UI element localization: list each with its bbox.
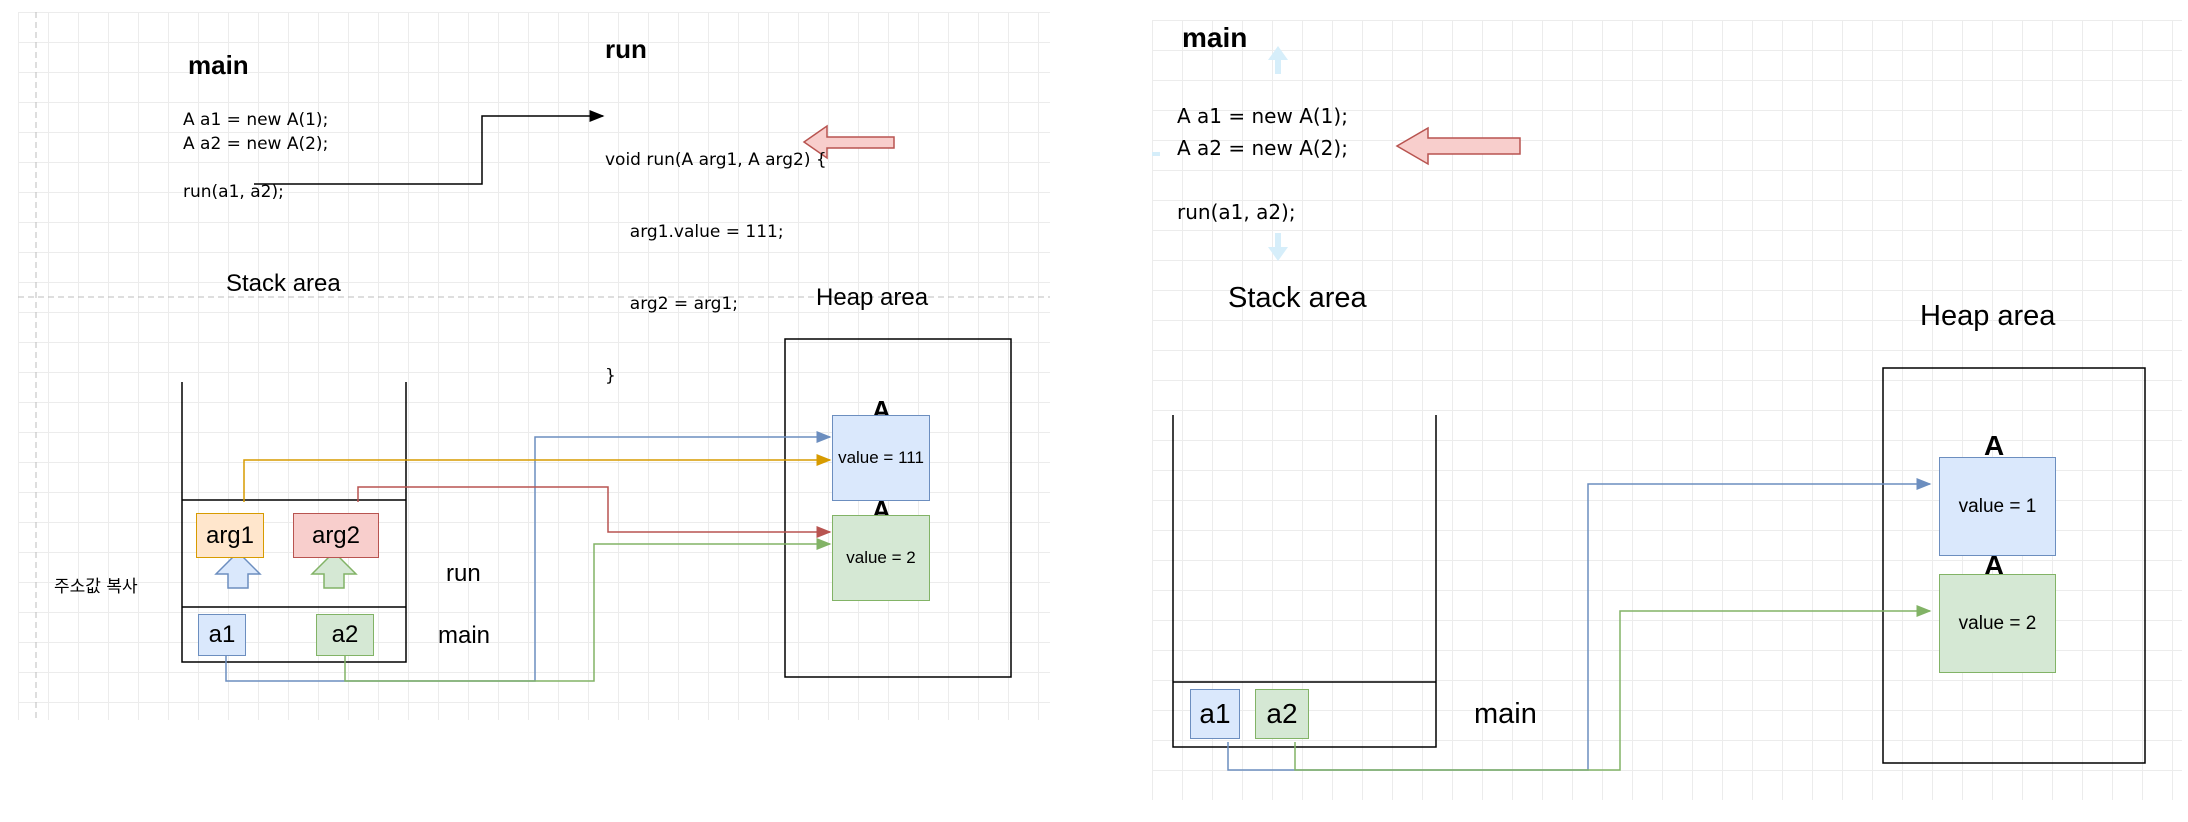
stack-area-label: Stack area — [1228, 282, 1367, 314]
obj2-class-label: A — [1984, 550, 2005, 581]
heap-object-2: value = 2 — [1939, 574, 2056, 673]
a2-reference — [344, 538, 832, 682]
right-diagram: main A a1 = new A(1); A a2 = new A(2); r… — [1152, 20, 2182, 800]
left-connectors — [18, 12, 1050, 720]
left-diagram: main run A a1 = new A(1); A a2 = new A(2… — [18, 12, 1050, 720]
heap-object-1: value = 111 — [832, 415, 930, 501]
run-frame-label: run — [446, 560, 481, 587]
code-line: arg1.value = 111; — [619, 222, 784, 242]
a2-var: a2 — [316, 614, 374, 656]
code-line: run(a1, a2); — [183, 182, 284, 202]
main-frame-label: main — [1474, 698, 1537, 730]
right-connectors — [1152, 46, 2146, 771]
current-line-pointer — [802, 124, 895, 160]
run-code: void run(A arg1, A arg2) { arg1.value = … — [605, 100, 827, 436]
heap-area-label: Heap area — [816, 284, 929, 311]
code-line: A a2 = new A(2); — [1177, 136, 1348, 160]
copy-arrow-a2 — [310, 550, 358, 589]
heap-frame — [784, 338, 1012, 678]
code-line: arg2 = arg1; — [619, 294, 739, 314]
handle-arrow-down — [1268, 233, 1288, 261]
main-heading: main — [188, 50, 249, 80]
copy-note: 주소값 복사 — [54, 577, 138, 597]
heap-area-label: Heap area — [1920, 300, 2056, 332]
code-line: run(a1, a2); — [1177, 200, 1296, 224]
stack-area-label: Stack area — [226, 270, 341, 297]
a1-var: a1 — [1190, 689, 1240, 739]
code-line: } — [605, 366, 616, 386]
copy-arrow-a1 — [214, 550, 262, 589]
arg1-reference — [243, 454, 832, 502]
code-line: A a1 = new A(1); — [183, 110, 329, 130]
code-line — [1177, 164, 1348, 196]
stack-frame — [181, 382, 407, 663]
arg2-reference — [357, 486, 832, 538]
code-line: void run(A arg1, A arg2) { — [605, 150, 827, 170]
a1-reference — [1227, 478, 1932, 771]
main-code: A a1 = new A(1); A a2 = new A(2); run(a1… — [1177, 100, 1348, 228]
arg1-var: arg1 — [196, 513, 264, 558]
current-line-pointer — [1395, 126, 1521, 166]
run-heading: run — [605, 34, 647, 64]
stack-frame — [1172, 415, 1437, 748]
a2-var: a2 — [1255, 689, 1309, 739]
call-arrow — [254, 110, 605, 185]
handle-left — [1152, 152, 1160, 156]
code-line — [183, 156, 328, 180]
main-frame-label: main — [438, 622, 491, 649]
heap-frame — [1882, 367, 2146, 764]
a2-reference — [1294, 605, 1932, 771]
handle-arrow-up — [1268, 46, 1288, 74]
code-line: A a2 = new A(2); — [183, 134, 329, 154]
obj1-class-label: A — [1984, 430, 2005, 461]
arg2-var: arg2 — [293, 513, 379, 558]
main-heading: main — [1182, 22, 1248, 53]
heap-object-2: value = 2 — [832, 515, 930, 601]
main-code: A a1 = new A(1); A a2 = new A(2); run(a1… — [183, 108, 328, 204]
code-line: A a1 = new A(1); — [1177, 104, 1348, 128]
heap-object-1: value = 1 — [1939, 457, 2056, 556]
a1-var: a1 — [198, 614, 246, 656]
